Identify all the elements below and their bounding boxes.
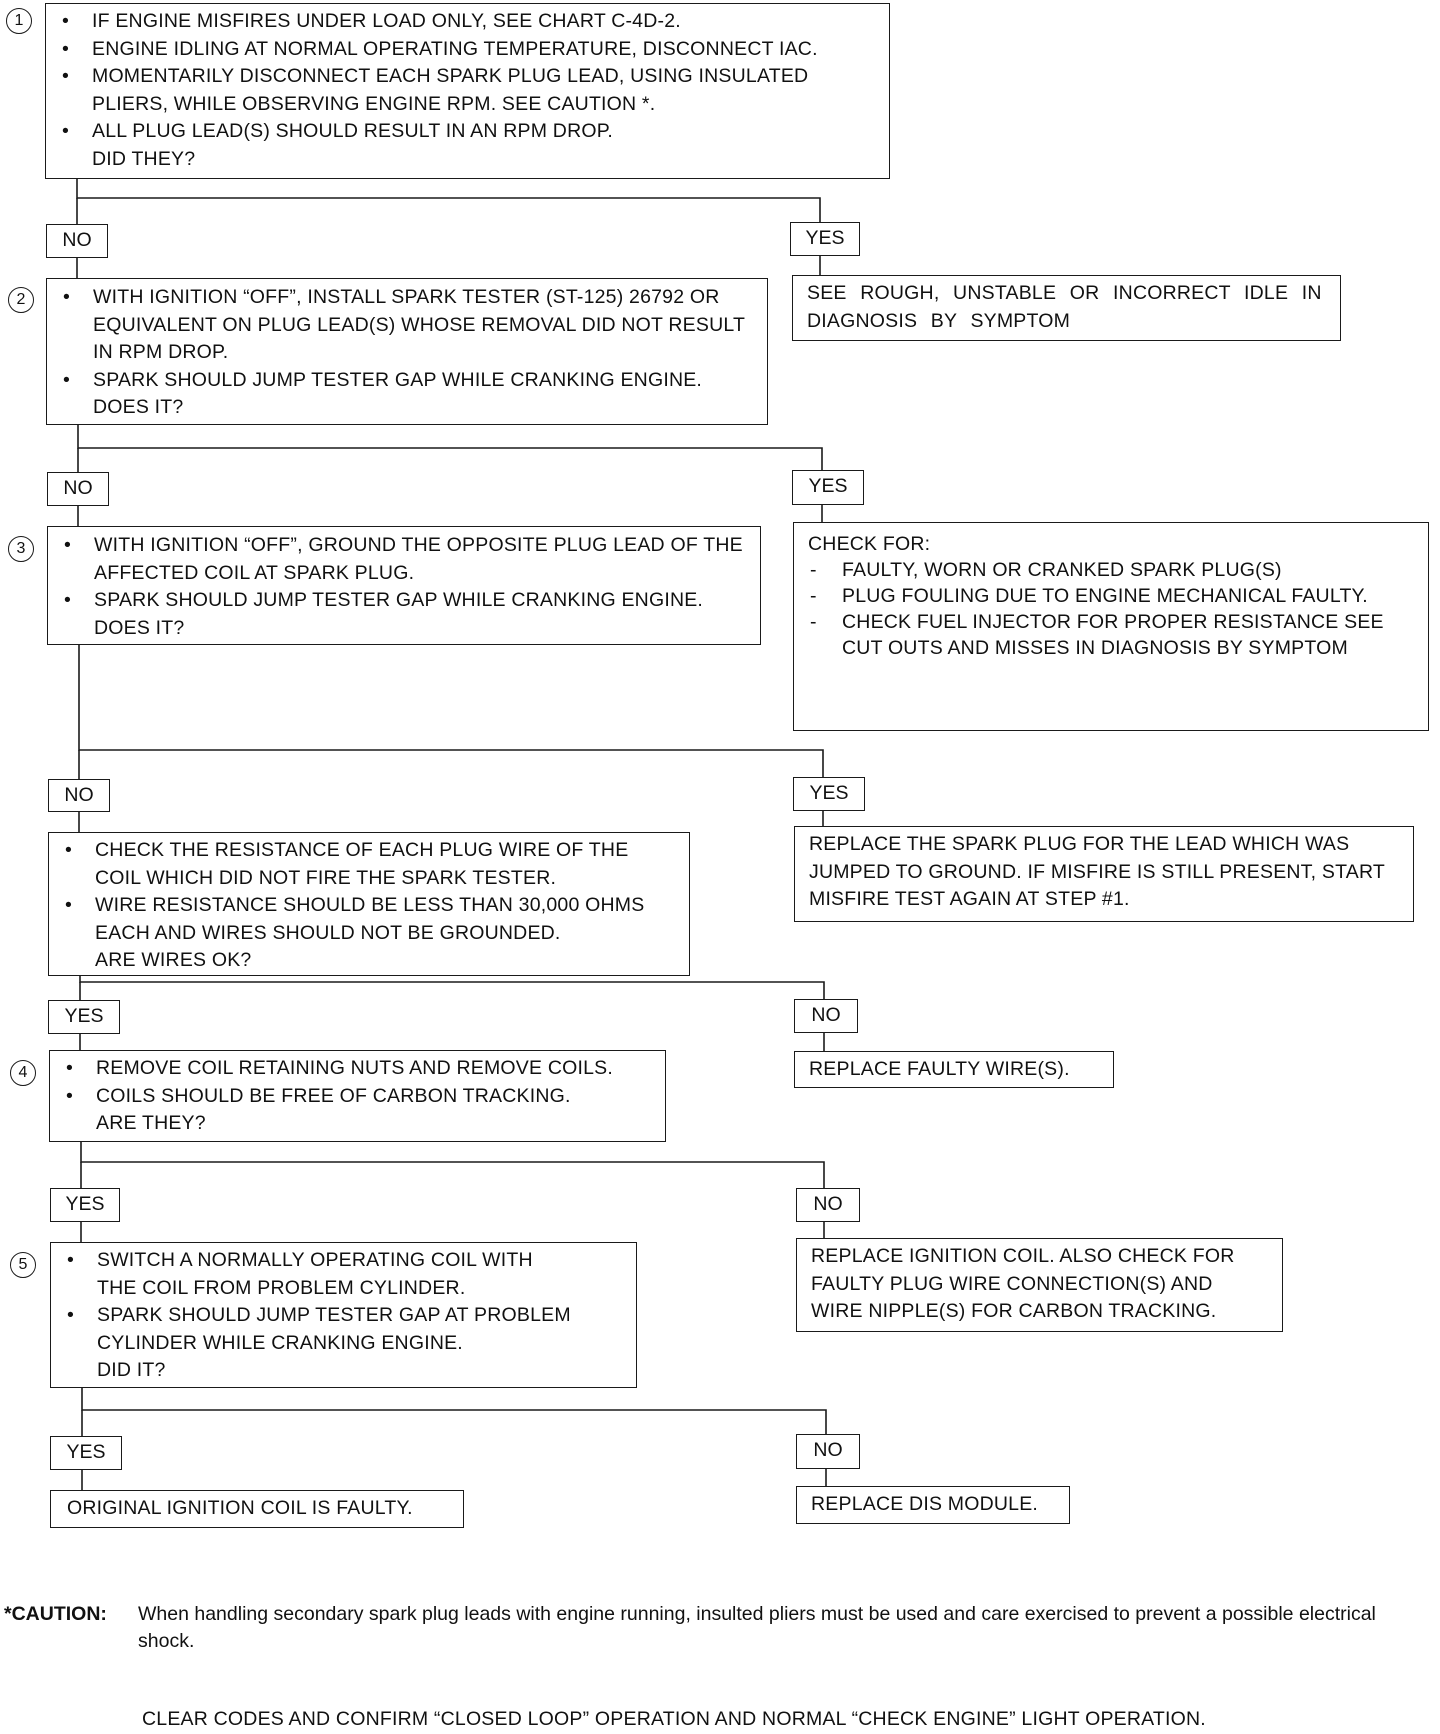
step-number-3: 3 bbox=[8, 536, 34, 562]
step-1-bullet: ENGINE IDLING AT NORMAL OPERATING TEMPER… bbox=[46, 36, 889, 64]
result-check-for-title: CHECK FOR: bbox=[808, 533, 931, 555]
branch-5-right-label: NO bbox=[796, 1188, 860, 1222]
step-1-bullet: IF ENGINE MISFIRES UNDER LOAD ONLY, SEE … bbox=[46, 8, 889, 36]
result-check-for: CHECK FOR: FAULTY, WORN OR CRANKED SPARK… bbox=[793, 522, 1429, 731]
caution-text: When handling secondary spark plug leads… bbox=[138, 1603, 1376, 1652]
step-2-question: DOES IT? bbox=[93, 396, 184, 418]
result-coil-faulty-text: ORIGINAL IGNITION COIL IS FAULTY. bbox=[67, 1497, 413, 1519]
step-3-question: DOES IT? bbox=[94, 616, 185, 639]
result-replace-wires-text: REPLACE FAULTY WIRE(S). bbox=[809, 1058, 1070, 1080]
result-replace-spark-plug: REPLACE THE SPARK PLUG FOR THE LEAD WHIC… bbox=[794, 826, 1414, 922]
branch-2-left-label: NO bbox=[47, 472, 109, 506]
step-4-bullet: COILS SHOULD BE FREE OF CARBON TRACKING. bbox=[50, 1083, 665, 1111]
step-1-box: IF ENGINE MISFIRES UNDER LOAD ONLY, SEE … bbox=[45, 3, 890, 179]
branch-3-left-label: NO bbox=[48, 779, 110, 812]
branch-5-left-label: YES bbox=[50, 1188, 120, 1222]
step-number-4: 4 bbox=[10, 1060, 36, 1086]
step-4-bullet: REMOVE COIL RETAINING NUTS AND REMOVE CO… bbox=[50, 1055, 665, 1083]
step-2-bullet: WITH IGNITION “OFF”, INSTALL SPARK TESTE… bbox=[47, 284, 767, 367]
result-coil-faulty: ORIGINAL IGNITION COIL IS FAULTY. bbox=[50, 1490, 464, 1528]
check-for-item: CHECK FUEL INJECTOR FOR PROPER RESISTANC… bbox=[794, 609, 1428, 661]
footer-instruction: CLEAR CODES AND CONFIRM “CLOSED LOOP” OP… bbox=[142, 1708, 1206, 1730]
step-1-bullet: MOMENTARILY DISCONNECT EACH SPARK PLUG L… bbox=[46, 63, 889, 118]
branch-1-left-label: NO bbox=[46, 224, 108, 258]
branch-4-right-label: NO bbox=[794, 999, 858, 1033]
step-wires-question: ARE WIRES OK? bbox=[95, 949, 252, 971]
branch-2-right-label: YES bbox=[792, 470, 864, 505]
step-3-bullet: SPARK SHOULD JUMP TESTER GAP WHILE CRANK… bbox=[48, 587, 760, 615]
step-5-question: DID IT? bbox=[97, 1359, 166, 1381]
branch-6-left-label: YES bbox=[50, 1436, 122, 1470]
step-4-box: REMOVE COIL RETAINING NUTS AND REMOVE CO… bbox=[49, 1050, 666, 1142]
result-rough-idle-text: SEE ROUGH, UNSTABLE OR INCORRECT IDLE IN… bbox=[807, 282, 1322, 332]
branch-3-right-label: YES bbox=[793, 777, 865, 811]
step-wires-bullet: CHECK THE RESISTANCE OF EACH PLUG WIRE O… bbox=[49, 837, 689, 892]
step-5-bullet: SWITCH A NORMALLY OPERATING COIL WITH TH… bbox=[51, 1247, 636, 1302]
result-replace-coil: REPLACE IGNITION COIL. ALSO CHECK FOR FA… bbox=[796, 1238, 1283, 1332]
result-replace-dis-module-text: REPLACE DIS MODULE. bbox=[811, 1493, 1039, 1515]
result-replace-coil-text: REPLACE IGNITION COIL. ALSO CHECK FOR FA… bbox=[811, 1245, 1235, 1322]
step-number-1: 1 bbox=[6, 8, 32, 34]
step-wires-bullet: WIRE RESISTANCE SHOULD BE LESS THAN 30,0… bbox=[49, 892, 689, 947]
result-replace-dis-module: REPLACE DIS MODULE. bbox=[796, 1486, 1070, 1524]
step-5-bullet: SPARK SHOULD JUMP TESTER GAP AT PROBLEM … bbox=[51, 1302, 636, 1357]
caution-label: *CAUTION: bbox=[4, 1603, 107, 1625]
step-3-bullet: WITH IGNITION “OFF”, GROUND THE OPPOSITE… bbox=[48, 532, 760, 587]
step-3-box: WITH IGNITION “OFF”, GROUND THE OPPOSITE… bbox=[47, 526, 761, 645]
result-replace-spark-plug-text: REPLACE THE SPARK PLUG FOR THE LEAD WHIC… bbox=[809, 833, 1385, 910]
step-5-box: SWITCH A NORMALLY OPERATING COIL WITH TH… bbox=[50, 1242, 637, 1388]
step-1-bullet: ALL PLUG LEAD(S) SHOULD RESULT IN AN RPM… bbox=[46, 118, 889, 146]
step-2-box: WITH IGNITION “OFF”, INSTALL SPARK TESTE… bbox=[46, 278, 768, 425]
branch-1-right-label: YES bbox=[790, 222, 860, 256]
branch-4-left-label: YES bbox=[48, 1000, 120, 1034]
step-number-5: 5 bbox=[10, 1252, 36, 1278]
step-number-2: 2 bbox=[8, 287, 34, 313]
check-for-item: FAULTY, WORN OR CRANKED SPARK PLUG(S) bbox=[794, 557, 1428, 583]
step-wires-box: CHECK THE RESISTANCE OF EACH PLUG WIRE O… bbox=[48, 832, 690, 976]
step-2-bullet: SPARK SHOULD JUMP TESTER GAP WHILE CRANK… bbox=[47, 367, 767, 395]
check-for-item: PLUG FOULING DUE TO ENGINE MECHANICAL FA… bbox=[794, 583, 1428, 609]
step-1-question: DID THEY? bbox=[92, 147, 196, 170]
step-4-question: ARE THEY? bbox=[96, 1112, 206, 1134]
result-replace-wires: REPLACE FAULTY WIRE(S). bbox=[794, 1051, 1114, 1088]
result-rough-idle: SEE ROUGH, UNSTABLE OR INCORRECT IDLE IN… bbox=[792, 275, 1341, 341]
branch-6-right-label: NO bbox=[796, 1434, 860, 1469]
